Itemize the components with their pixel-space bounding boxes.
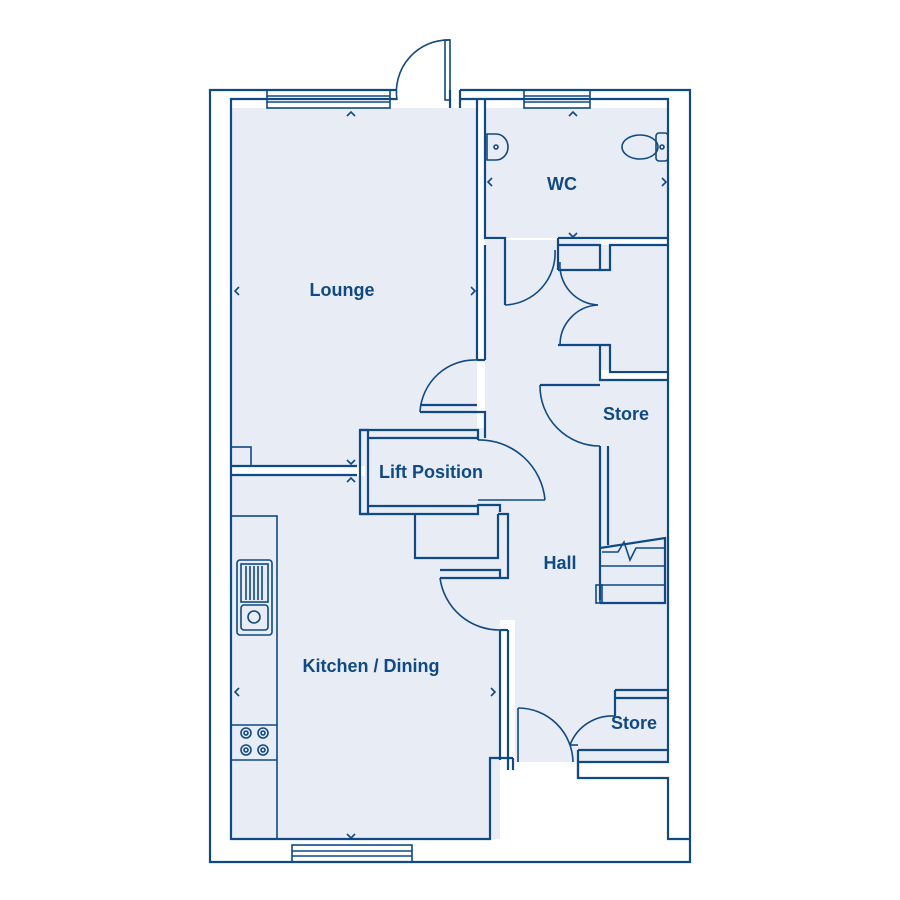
sink-icon xyxy=(486,133,509,161)
room-label-wc: WC xyxy=(547,174,577,194)
windows xyxy=(266,89,591,863)
room-label-lift-position: Lift Position xyxy=(379,462,483,482)
room-label-lounge: Lounge xyxy=(310,280,375,300)
floor-fill xyxy=(231,108,668,839)
internal-walls xyxy=(230,99,668,770)
stairs-icon xyxy=(595,536,667,605)
kitchen-sink-icon xyxy=(236,559,273,636)
window-wc xyxy=(523,89,591,109)
room-label-store-lower: Store xyxy=(611,713,657,733)
toilet-icon xyxy=(621,132,669,162)
kitchen-worktop xyxy=(230,515,278,840)
room-label-hall: Hall xyxy=(543,553,576,573)
doors xyxy=(419,249,616,763)
window-lounge xyxy=(266,89,391,109)
room-label-store: Store xyxy=(603,404,649,424)
dimension-markers xyxy=(233,110,668,840)
entrance-door xyxy=(395,39,451,101)
window-kitchen xyxy=(291,844,413,863)
room-label-kitchen-dining: Kitchen / Dining xyxy=(303,656,440,676)
hob-icon xyxy=(240,727,269,756)
